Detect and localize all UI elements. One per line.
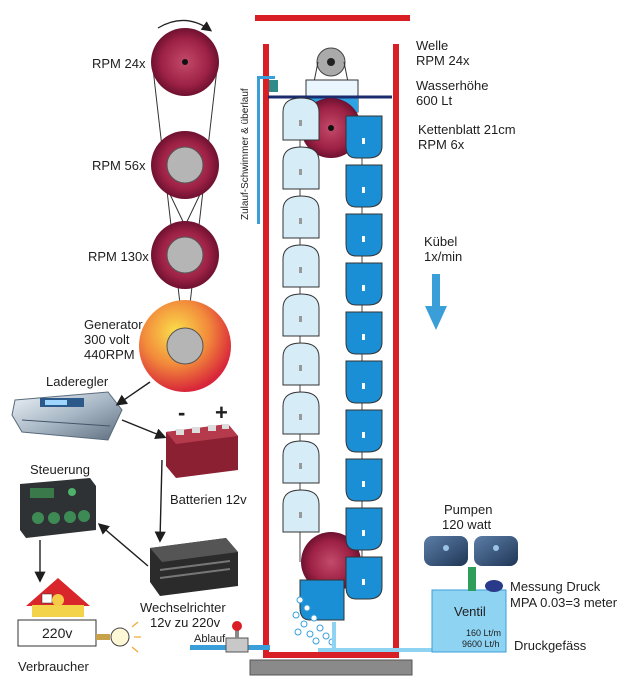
down-arrow-icon bbox=[425, 274, 447, 330]
bucket-full bbox=[345, 409, 383, 453]
label-welle: Welle bbox=[416, 38, 449, 53]
float-valve bbox=[269, 80, 278, 92]
bucket-full bbox=[345, 115, 383, 159]
house-icon bbox=[17, 578, 97, 647]
label-wasserhoehe-liter: 600 Lt bbox=[416, 93, 453, 108]
lightbulb-icon bbox=[96, 621, 141, 653]
label-kettenblatt-rpm: RPM 6x bbox=[418, 137, 465, 152]
label-wechselrichter: Wechselrichter bbox=[140, 600, 226, 615]
bucket-empty bbox=[282, 440, 320, 484]
label-pumpen: Pumpen bbox=[444, 502, 493, 517]
battery-minus: - bbox=[178, 400, 186, 425]
inverter-icon bbox=[150, 538, 238, 596]
pump-icon bbox=[424, 536, 518, 566]
bucket-empty bbox=[282, 342, 320, 386]
label-pumpen-watt: 120 watt bbox=[442, 517, 492, 532]
label-kettenblatt: Kettenblatt 21cm bbox=[418, 122, 516, 137]
bucket-empty bbox=[282, 146, 320, 190]
bucket-full bbox=[345, 556, 383, 600]
label-messung-mpa: MPA 0.03=3 meter bbox=[510, 595, 618, 610]
bucket-full bbox=[345, 213, 383, 257]
label-rpm-130: RPM 130x bbox=[88, 249, 149, 264]
label-generator: Generator bbox=[84, 317, 143, 332]
label-220v: 220v bbox=[42, 625, 73, 641]
wiring-arrows bbox=[34, 381, 167, 583]
base-plate bbox=[249, 659, 413, 676]
bucket-full bbox=[345, 507, 383, 551]
bucket-full bbox=[345, 262, 383, 306]
valve-icon bbox=[225, 621, 249, 653]
bucket-clip bbox=[362, 481, 365, 487]
frame-right-post bbox=[393, 44, 399, 658]
label-ventil: Ventil bbox=[454, 604, 486, 619]
bucket-full bbox=[345, 311, 383, 355]
bucket-clip bbox=[362, 334, 365, 340]
label-druckgefaess: Druckgefäss bbox=[514, 638, 587, 653]
bucket-clip bbox=[299, 169, 302, 175]
bucket-clip bbox=[362, 285, 365, 291]
battery-plus: + bbox=[215, 400, 228, 425]
battery-icon bbox=[166, 424, 238, 478]
bucket-empty bbox=[282, 391, 320, 435]
bucket-clip bbox=[299, 267, 302, 273]
bucket-clip bbox=[362, 236, 365, 242]
buckets-descending bbox=[345, 115, 383, 600]
charge-regulator-icon bbox=[11, 391, 123, 441]
bucket-clip bbox=[362, 432, 365, 438]
label-rpm-24: RPM 24x bbox=[92, 56, 146, 71]
bucket-clip bbox=[299, 414, 302, 420]
label-welle-rpm: RPM 24x bbox=[416, 53, 470, 68]
rotation-arrow-icon bbox=[157, 19, 213, 32]
water-drops bbox=[292, 596, 336, 646]
bucket-clip bbox=[362, 187, 365, 193]
label-steuerung: Steuerung bbox=[30, 462, 90, 477]
buckets-rising bbox=[282, 97, 320, 533]
label-ablauf: Ablauf bbox=[194, 633, 226, 645]
label-flow-lph: 9600 Lt/h bbox=[462, 639, 500, 649]
bucket-empty bbox=[282, 293, 320, 337]
bucket-clip bbox=[362, 138, 365, 144]
bucket-clip bbox=[299, 218, 302, 224]
bucket-clip bbox=[362, 530, 365, 536]
bucket-clip bbox=[299, 512, 302, 518]
label-generator-rpm: 440RPM bbox=[84, 347, 135, 362]
label-flow-lpm: 160 Lt/m bbox=[466, 628, 502, 638]
bucket-clip bbox=[299, 463, 302, 469]
bucket-clip bbox=[299, 120, 302, 126]
bucket-empty bbox=[282, 489, 320, 533]
label-laderegler: Laderegler bbox=[46, 374, 109, 389]
label-wechselrichter-volt: 12v zu 220v bbox=[150, 615, 221, 630]
bucket-full bbox=[345, 458, 383, 502]
bucket-empty bbox=[282, 97, 320, 141]
bucket-emptying bbox=[299, 579, 345, 621]
label-messung: Messung Druck bbox=[510, 579, 601, 594]
bucket-clip bbox=[299, 365, 302, 371]
label-rpm-56: RPM 56x bbox=[92, 158, 146, 173]
bucket-full bbox=[345, 164, 383, 208]
label-zulauf: Zulauf-Schwimmer & überlauf bbox=[240, 88, 251, 220]
bucket-full bbox=[345, 360, 383, 404]
bucket-clip bbox=[362, 383, 365, 389]
bucket-empty bbox=[282, 195, 320, 239]
label-generator-volt: 300 volt bbox=[84, 332, 130, 347]
gauge-icon bbox=[485, 580, 503, 592]
controller-icon bbox=[20, 478, 96, 538]
bucket-clip bbox=[362, 579, 365, 585]
bucket-empty bbox=[282, 244, 320, 288]
label-verbraucher: Verbraucher bbox=[18, 659, 89, 674]
label-wasserhoehe: Wasserhöhe bbox=[416, 78, 489, 93]
bucket-clip bbox=[299, 316, 302, 322]
label-batterien: Batterien 12v bbox=[170, 492, 247, 507]
label-kuebel-rate: 1x/min bbox=[424, 249, 463, 264]
frame-left-post bbox=[263, 44, 269, 658]
label-kuebel: Kübel bbox=[424, 234, 458, 249]
top-bar bbox=[255, 15, 410, 21]
